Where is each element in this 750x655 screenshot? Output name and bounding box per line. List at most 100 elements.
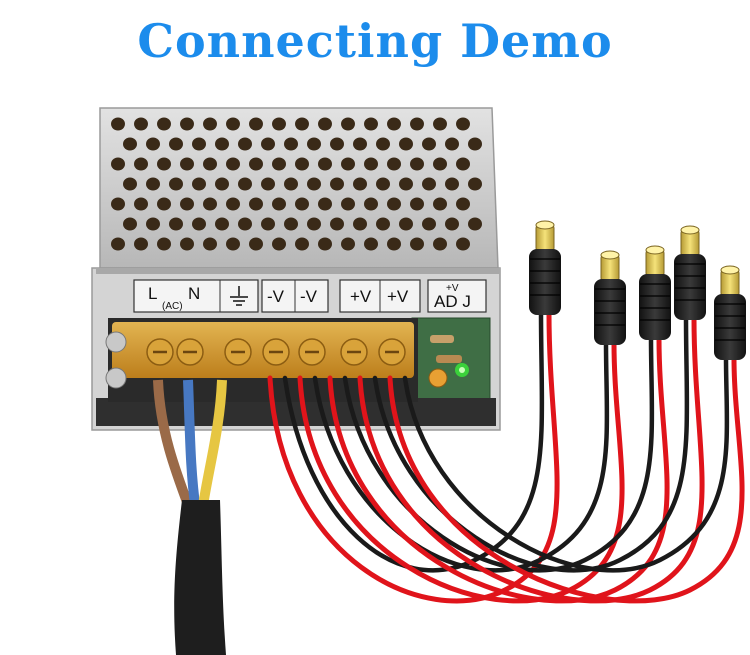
vent-hole: [261, 137, 275, 151]
vent-hole: [387, 117, 401, 131]
dc-wire-black: [402, 355, 730, 573]
vent-hole: [272, 197, 286, 211]
vent-hole: [318, 117, 332, 131]
vent-hole: [180, 117, 194, 131]
vent-hole: [169, 137, 183, 151]
vent-hole: [422, 217, 436, 231]
vent-hole: [146, 177, 160, 191]
vent-hole: [387, 197, 401, 211]
vent-hole: [284, 177, 298, 191]
vent-hole: [249, 237, 263, 251]
vent-hole: [157, 157, 171, 171]
dc-wire-red: [357, 315, 705, 604]
vent-hole: [330, 137, 344, 151]
vent-hole: [341, 117, 355, 131]
vent-hole: [445, 217, 459, 231]
vent-hole: [215, 137, 229, 151]
vent-hole: [215, 177, 229, 191]
vent-hole: [468, 177, 482, 191]
vent-hole: [387, 237, 401, 251]
vent-hole: [364, 237, 378, 251]
vent-hole: [192, 137, 206, 151]
vent-hole: [307, 217, 321, 231]
vent-hole: [307, 137, 321, 151]
vent-hole: [353, 177, 367, 191]
vent-hole: [376, 217, 390, 231]
vent-hole: [353, 137, 367, 151]
vent-hole: [410, 117, 424, 131]
vent-hole: [318, 197, 332, 211]
vent-hole: [111, 157, 125, 171]
vent-hole: [456, 117, 470, 131]
vent-hole: [399, 217, 413, 231]
vent-hole: [295, 237, 309, 251]
vent-hole: [353, 217, 367, 231]
vent-hole: [192, 177, 206, 191]
vent-hole: [468, 217, 482, 231]
vent-hole: [238, 177, 252, 191]
vent-hole: [123, 217, 137, 231]
vent-hole: [307, 177, 321, 191]
vent-hole: [364, 157, 378, 171]
vent-hole: [456, 197, 470, 211]
dc-barrel-plugs: [529, 220, 746, 360]
vent-hole: [180, 157, 194, 171]
vent-hole: [249, 157, 263, 171]
vent-hole: [364, 197, 378, 211]
vent-hole: [226, 197, 240, 211]
vent-hole: [134, 197, 148, 211]
vent-hole: [422, 137, 436, 151]
vent-hole: [410, 157, 424, 171]
vent-hole: [364, 117, 378, 131]
vent-hole: [180, 237, 194, 251]
vent-hole: [134, 157, 148, 171]
vent-hole: [341, 197, 355, 211]
dc-output-wires: [267, 310, 745, 604]
mounting-screw: [105, 331, 127, 353]
vent-holes: [111, 117, 482, 251]
vent-hole: [146, 137, 160, 151]
vent-hole: [387, 157, 401, 171]
dc-wire-red: [387, 355, 745, 604]
vent-hole: [433, 157, 447, 171]
vent-hole: [226, 157, 240, 171]
terminal-label-plus-v-2: +V: [387, 287, 409, 306]
vent-hole: [284, 137, 298, 151]
vent-hole: [134, 237, 148, 251]
vent-hole: [169, 177, 183, 191]
vent-hole: [330, 177, 344, 191]
terminal-label-adj-top: +V: [446, 283, 459, 294]
vent-hole: [433, 237, 447, 251]
vent-hole: [238, 137, 252, 151]
vent-hole: [284, 217, 298, 231]
vent-hole: [169, 217, 183, 231]
dc-barrel-plug: [529, 220, 561, 315]
vent-hole: [226, 237, 240, 251]
terminal-label-adj-bottom: AD J: [434, 292, 471, 311]
vent-hole: [203, 197, 217, 211]
vent-hole: [157, 197, 171, 211]
vent-hole: [468, 137, 482, 151]
vent-hole: [445, 137, 459, 151]
vent-hole: [272, 117, 286, 131]
vent-hole: [399, 177, 413, 191]
terminal-screws: [146, 338, 406, 366]
vent-hole: [123, 137, 137, 151]
vent-hole: [422, 177, 436, 191]
vent-hole: [134, 117, 148, 131]
vent-hole: [318, 237, 332, 251]
vent-hole: [146, 217, 160, 231]
vent-hole: [180, 197, 194, 211]
vent-hole: [157, 237, 171, 251]
dc-wire-red: [327, 335, 670, 604]
dc-wire-black: [282, 310, 545, 573]
vent-hole: [445, 177, 459, 191]
vent-hole: [157, 117, 171, 131]
terminal-label-strip: L N (AC) -V -V +V +V +V AD J: [133, 279, 487, 313]
adjust-potentiometer: [428, 368, 448, 388]
page-title: Connecting Demo: [137, 14, 613, 68]
vent-hole: [272, 237, 286, 251]
terminal-label-l: L: [148, 284, 157, 303]
dc-barrel-plug: [594, 250, 626, 345]
vent-hole: [192, 217, 206, 231]
